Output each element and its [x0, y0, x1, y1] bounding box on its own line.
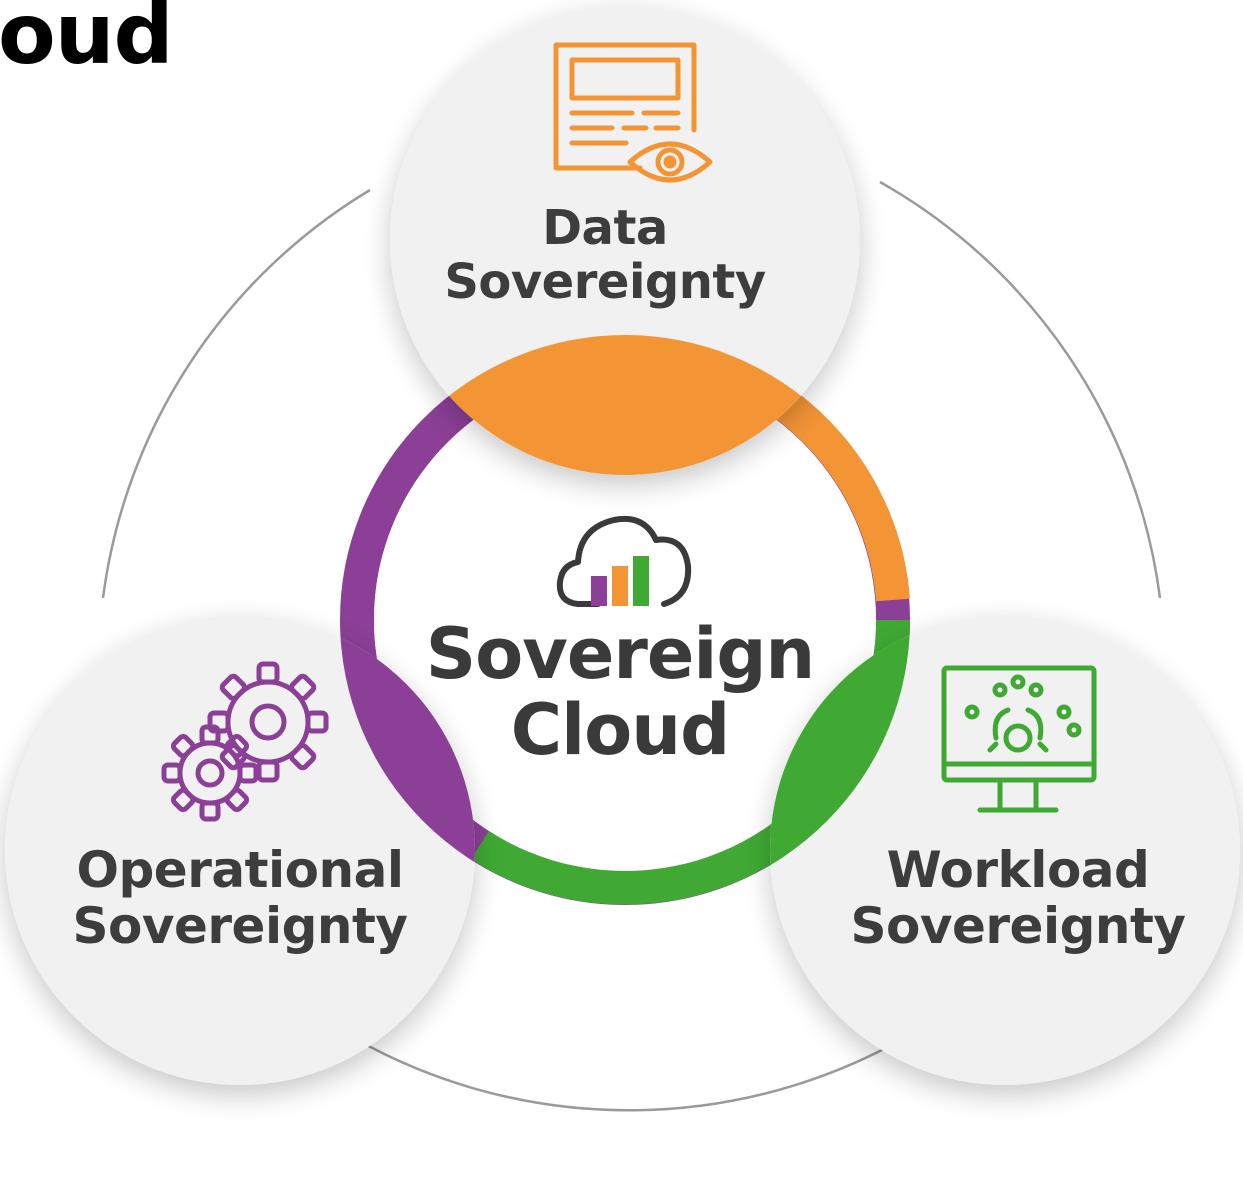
outer-arc-bottom [317, 1014, 941, 1112]
cloud-bar-chart-icon [556, 516, 692, 607]
outer-arc-left [101, 188, 371, 599]
outer-arc-right [879, 180, 1162, 599]
gears-icon [161, 661, 329, 822]
operational-sovereignty-line2: Sovereignty [72, 897, 408, 955]
data-sovereignty-line2: Sovereignty [444, 253, 766, 310]
data-sovereignty-line1: Data [542, 200, 668, 256]
workload-sovereignty-line2: Sovereignty [850, 897, 1186, 955]
center-disc [374, 369, 876, 871]
workload-sovereignty-line1: Workload [886, 841, 1150, 899]
data-sovereignty-label: Data Sovereignty [440, 200, 770, 310]
sovereign-cloud-label: Sovereign Cloud [420, 613, 820, 771]
pillar-circle-workload [770, 615, 1240, 1085]
heading-fragment: oud [0, 0, 174, 83]
operational-sovereignty-line1: Operational [76, 841, 404, 899]
outer-ring [101, 180, 1162, 1112]
pillar-circle-operational [5, 615, 475, 1085]
workload-sovereignty-label: Workload Sovereignty [838, 842, 1198, 954]
pillar-circle-data [390, 5, 860, 475]
operational-sovereignty-label: Operational Sovereignty [40, 842, 440, 954]
sovereign-cloud-line1: Sovereign [425, 613, 816, 695]
sovereign-cloud-line2: Cloud [510, 688, 730, 771]
document-eye-icon [553, 42, 713, 183]
monitor-gear-icon [941, 665, 1097, 813]
